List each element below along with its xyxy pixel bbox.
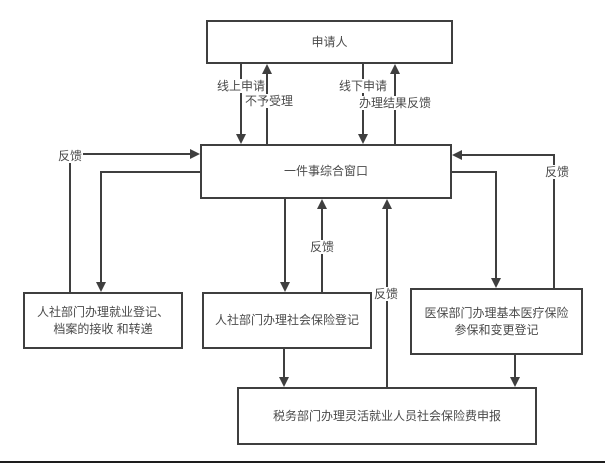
edge-label-offline-apply: 线下申请 [337, 79, 389, 93]
arrowhead-left-icon [452, 150, 462, 160]
edge-segment [283, 349, 285, 378]
edge-segment [452, 171, 497, 173]
arrowhead-right-icon [190, 149, 200, 159]
edge-label-feedback-medical: 反馈 [543, 165, 571, 179]
arrowhead-down-icon [510, 377, 520, 387]
arrowhead-down-icon [279, 377, 289, 387]
arrowhead-up-icon [262, 64, 272, 74]
edge-segment [553, 154, 555, 288]
edge-segment [462, 154, 555, 156]
edge-segment [240, 64, 242, 135]
edge-segment [495, 171, 497, 279]
node-hr-employment-registration: 人社部门办理就业登记、档案的接收 和转递 [23, 292, 183, 349]
edge-label-result-feedback: 办理结果反馈 [357, 96, 433, 110]
node-tax-declaration: 税务部门办理灵活就业人员社会保险费申报 [237, 387, 537, 445]
arrowhead-up-icon [317, 199, 327, 209]
edge-segment [100, 171, 102, 283]
node-medical-insurance: 医保部门办理基本医疗保险参保和变更登记 [410, 288, 583, 355]
arrowhead-down-icon [280, 282, 290, 292]
edge-label-feedback-tax: 反馈 [372, 287, 400, 301]
edge-segment [514, 355, 516, 378]
edge-label-feedback-left: 反馈 [56, 149, 84, 163]
arrowhead-down-icon [236, 134, 246, 144]
edge-segment [266, 73, 268, 144]
edge-label-feedback-social: 反馈 [308, 240, 336, 254]
edge-segment [69, 153, 192, 155]
arrowhead-up-icon [390, 64, 400, 74]
edge-segment [69, 153, 71, 292]
edge-label-not-accepted: 不予受理 [243, 94, 295, 108]
edge-label-online-apply: 线上申请 [215, 79, 267, 93]
arrowhead-up-icon [382, 199, 392, 209]
arrowhead-down-icon [96, 282, 106, 292]
node-comprehensive-window: 一件事综合窗口 [200, 144, 452, 199]
arrowhead-down-icon [358, 134, 368, 144]
edge-segment [100, 171, 202, 173]
bottom-divider [0, 461, 605, 463]
node-applicant: 申请人 [206, 20, 453, 64]
node-hr-social-insurance: 人社部门办理社会保险登记 [202, 292, 372, 349]
edge-segment [284, 199, 286, 283]
arrowhead-down-icon [491, 278, 501, 288]
